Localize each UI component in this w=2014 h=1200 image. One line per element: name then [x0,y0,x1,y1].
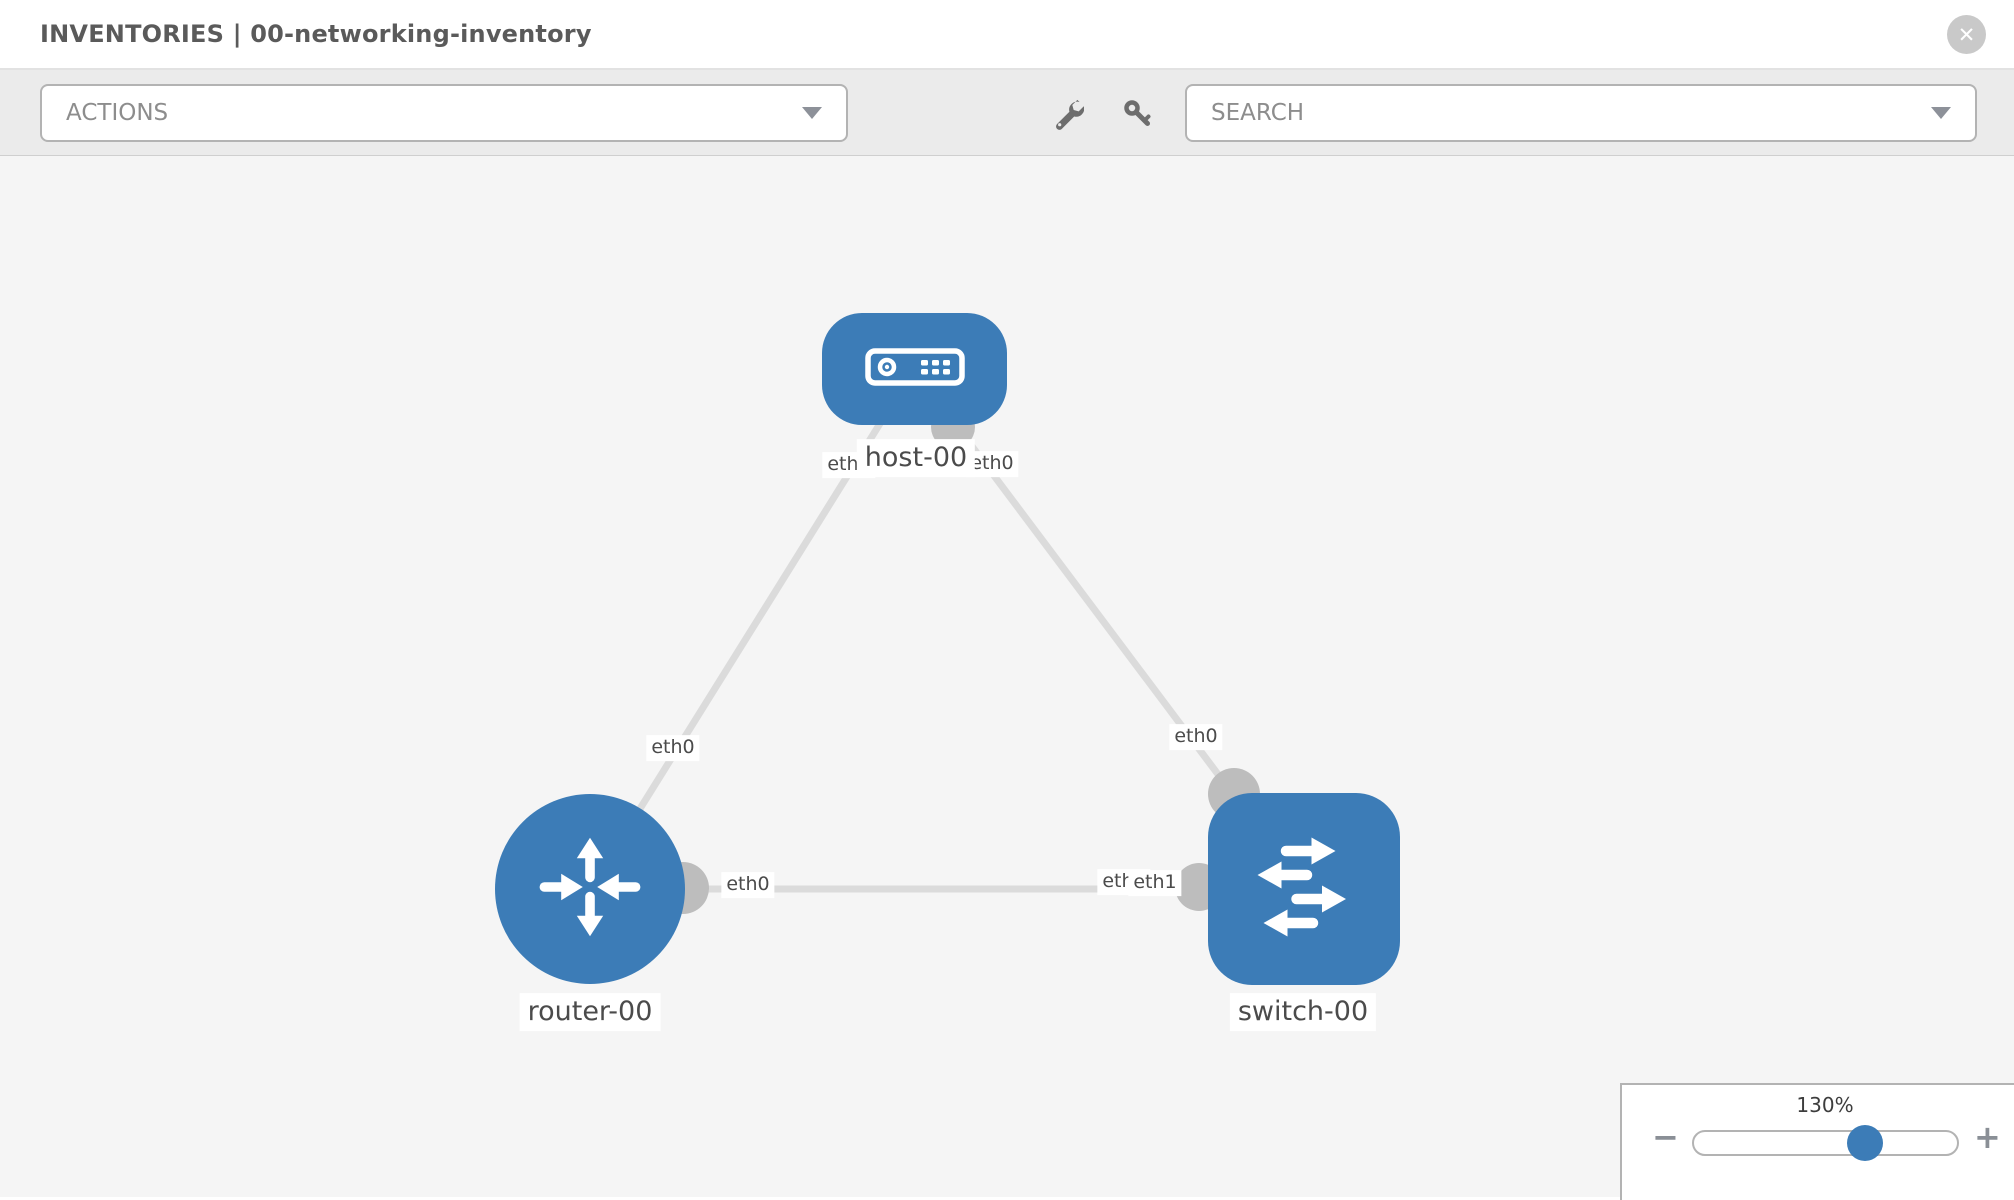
configure-button[interactable] [1048,94,1086,132]
zoom-out-button[interactable]: − [1652,1118,1679,1156]
chevron-down-icon [802,107,822,119]
zoom-panel: 130% − + [1620,1083,2014,1200]
if-label-switch-eth0-top: eth0 [1169,724,1223,750]
close-icon: ✕ [1957,22,1976,47]
node-label-host: host-00 [856,439,976,477]
page-title: INVENTORIES | 00-networking-inventory [40,20,592,48]
node-label-switch: switch-00 [1229,993,1377,1031]
node-host-00[interactable] [822,313,1007,425]
key-icon [1120,96,1154,130]
node-router-00[interactable] [495,794,685,984]
chevron-down-icon [1931,107,1951,119]
zoom-slider-track[interactable] [1692,1130,1959,1156]
search-dropdown[interactable]: SEARCH [1185,84,1977,142]
wrench-icon [1050,96,1084,130]
topology-canvas[interactable]: host-00 router-00 switch-00 eth0 eth0 et… [0,156,2014,1197]
router-icon [530,827,650,951]
if-label-router-eth0-right: eth0 [721,872,775,898]
page-header: INVENTORIES | 00-networking-inventory ✕ [0,0,2014,70]
node-label-router: router-00 [519,993,661,1031]
switch-icon-node[interactable] [1208,793,1400,985]
credentials-button[interactable] [1118,94,1156,132]
search-dropdown-label: SEARCH [1211,100,1305,126]
if-label-switch-eth1-left: eth1 [1128,870,1182,896]
actions-dropdown-label: ACTIONS [66,100,169,126]
zoom-level: 130% [1796,1093,1854,1117]
actions-dropdown[interactable]: ACTIONS [40,84,848,142]
zoom-in-button[interactable]: + [1974,1118,2001,1156]
switch-icon [1229,812,1379,966]
close-button[interactable]: ✕ [1947,15,1986,54]
host-icon [864,348,965,390]
if-label-router-eth0-uplink: eth0 [646,735,700,761]
links-layer [587,366,1307,914]
zoom-slider-thumb[interactable] [1847,1125,1883,1161]
toolbar: ACTIONS SEARCH [0,70,2014,156]
